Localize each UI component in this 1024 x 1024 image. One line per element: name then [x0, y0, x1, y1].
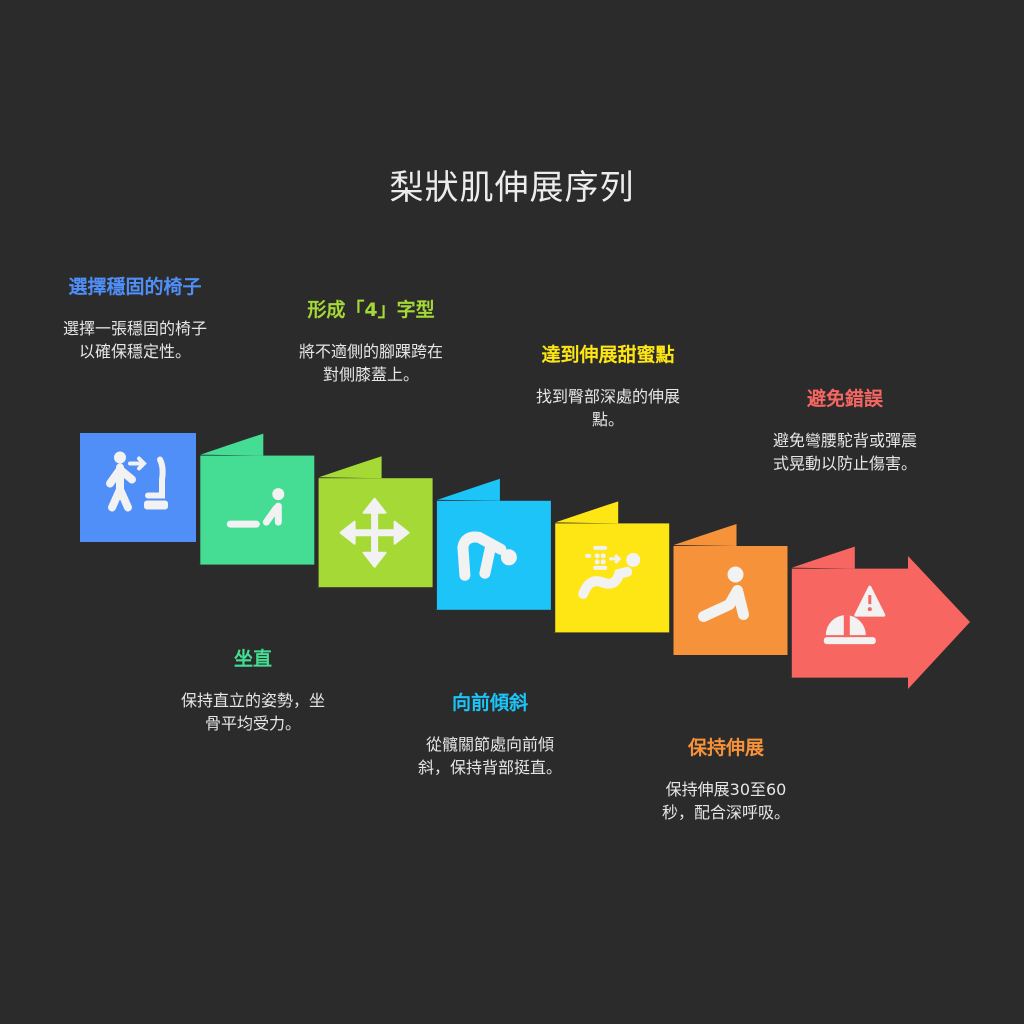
panel-edge [786, 565, 792, 678]
step-3-desc: 將不適側的腳踝跨在對側膝蓋上。 [299, 340, 443, 386]
step-7-label: 避免錯誤 避免彎腰駝背或彈震式晃動以防止傷害。 [773, 384, 917, 475]
panel-rect [553, 523, 670, 633]
panel-edge [313, 475, 319, 588]
bending-person-icon [457, 531, 517, 581]
step-6-heading: 保持伸展 [687, 737, 765, 759]
pushup-person-icon [698, 566, 749, 622]
step-2-panel [195, 429, 315, 565]
fold-line [196, 429, 263, 456]
step-3-panel [313, 452, 433, 588]
step-6-label: 保持伸展 保持伸展30至60 秒，配合深呼吸。 [662, 733, 790, 824]
step-1-desc: 選擇一張穩固的椅子以確保穩定性。 [63, 317, 207, 363]
step-7-panel [786, 542, 970, 689]
desc-line: 骨平均受力。 [204, 714, 302, 733]
desc-line: 以確保穩定性。 [78, 342, 192, 361]
desc-line: 點。 [591, 410, 625, 429]
step-1-label: 選擇穩固的椅子 選擇一張穩固的椅子以確保穩定性。 [63, 272, 207, 363]
panel-flap [198, 433, 264, 456]
move-arrows-icon [339, 497, 410, 568]
desc-line: 保持直立的姿勢，坐 [180, 691, 326, 710]
desc-line: 將不適側的腳踝跨在 [298, 342, 444, 361]
panel-flap [434, 478, 500, 501]
step-5-panel [550, 497, 670, 633]
step-2-heading: 坐直 [233, 648, 273, 670]
step-5-desc: 找到臀部深處的伸展點。 [536, 385, 680, 431]
fold-line [433, 474, 500, 501]
step-6-desc: 保持伸展30至60 秒，配合深呼吸。 [662, 778, 790, 824]
person-to-chair-icon [106, 451, 168, 512]
desc-line: 從髖關節處向前傾 [425, 735, 555, 754]
final-arrow [789, 556, 970, 689]
desc-line: 避免彎腰駝背或彈震 [772, 431, 918, 450]
step-3-label: 形成「4」字型 將不適側的腳踝跨在對側膝蓋上。 [299, 295, 443, 386]
step-3-heading: 形成「4」字型 [307, 299, 435, 321]
panel-edge [431, 497, 437, 610]
desc-line: 選擇一張穩固的椅子 [62, 319, 208, 338]
step-5-label: 達到伸展甜蜜點 找到臀部深處的伸展點。 [536, 340, 680, 431]
step-7-heading: 避免錯誤 [806, 388, 884, 410]
desc-line: 斜，保持背部挺直。 [417, 758, 563, 777]
step-6-panel [668, 520, 788, 655]
panel-flap [671, 524, 737, 546]
step-4-label: 向前傾斜 從髖關節處向前傾斜，保持背部挺直。 [418, 688, 562, 779]
step-2-label: 坐直 保持直立的姿勢，坐骨平均受力。 [181, 644, 325, 735]
step-7-desc: 避免彎腰駝背或彈震式晃動以防止傷害。 [773, 429, 917, 475]
step-4-heading: 向前傾斜 [451, 692, 529, 714]
desc-line: 對側膝蓋上。 [322, 365, 420, 384]
step-5-heading: 達到伸展甜蜜點 [541, 344, 675, 366]
panel-rect [198, 455, 315, 565]
panel-edge [550, 520, 556, 633]
fold-line [314, 452, 382, 479]
panel-edge [195, 452, 201, 565]
panel-flap [316, 456, 382, 479]
page-title: 梨狀肌伸展序列 [389, 168, 635, 208]
fold-line [551, 497, 618, 524]
step-2-desc: 保持直立的姿勢，坐骨平均受力。 [181, 689, 325, 735]
step-1-panel [80, 433, 196, 542]
desc-line: 式晃動以防止傷害。 [772, 454, 918, 473]
step-1-heading: 選擇穩固的椅子 [68, 276, 202, 298]
fold-line [669, 520, 737, 546]
desc-line: 保持伸展30至60 [665, 780, 787, 799]
seated-person-icon [226, 488, 285, 528]
panel-edge [668, 543, 674, 655]
step-4-desc: 從髖關節處向前傾斜，保持背部挺直。 [418, 733, 562, 779]
desc-line: 找到臀部深處的伸展 [535, 387, 681, 406]
desc-line: 秒，配合深呼吸。 [661, 803, 791, 822]
panel-rect [80, 433, 196, 542]
fold-line [788, 542, 855, 569]
panel-flap [553, 501, 619, 524]
stretch-point-icon [578, 545, 641, 599]
step-4-panel [431, 474, 551, 610]
warning-helmet-icon [823, 585, 886, 645]
panel-flap [789, 546, 855, 569]
